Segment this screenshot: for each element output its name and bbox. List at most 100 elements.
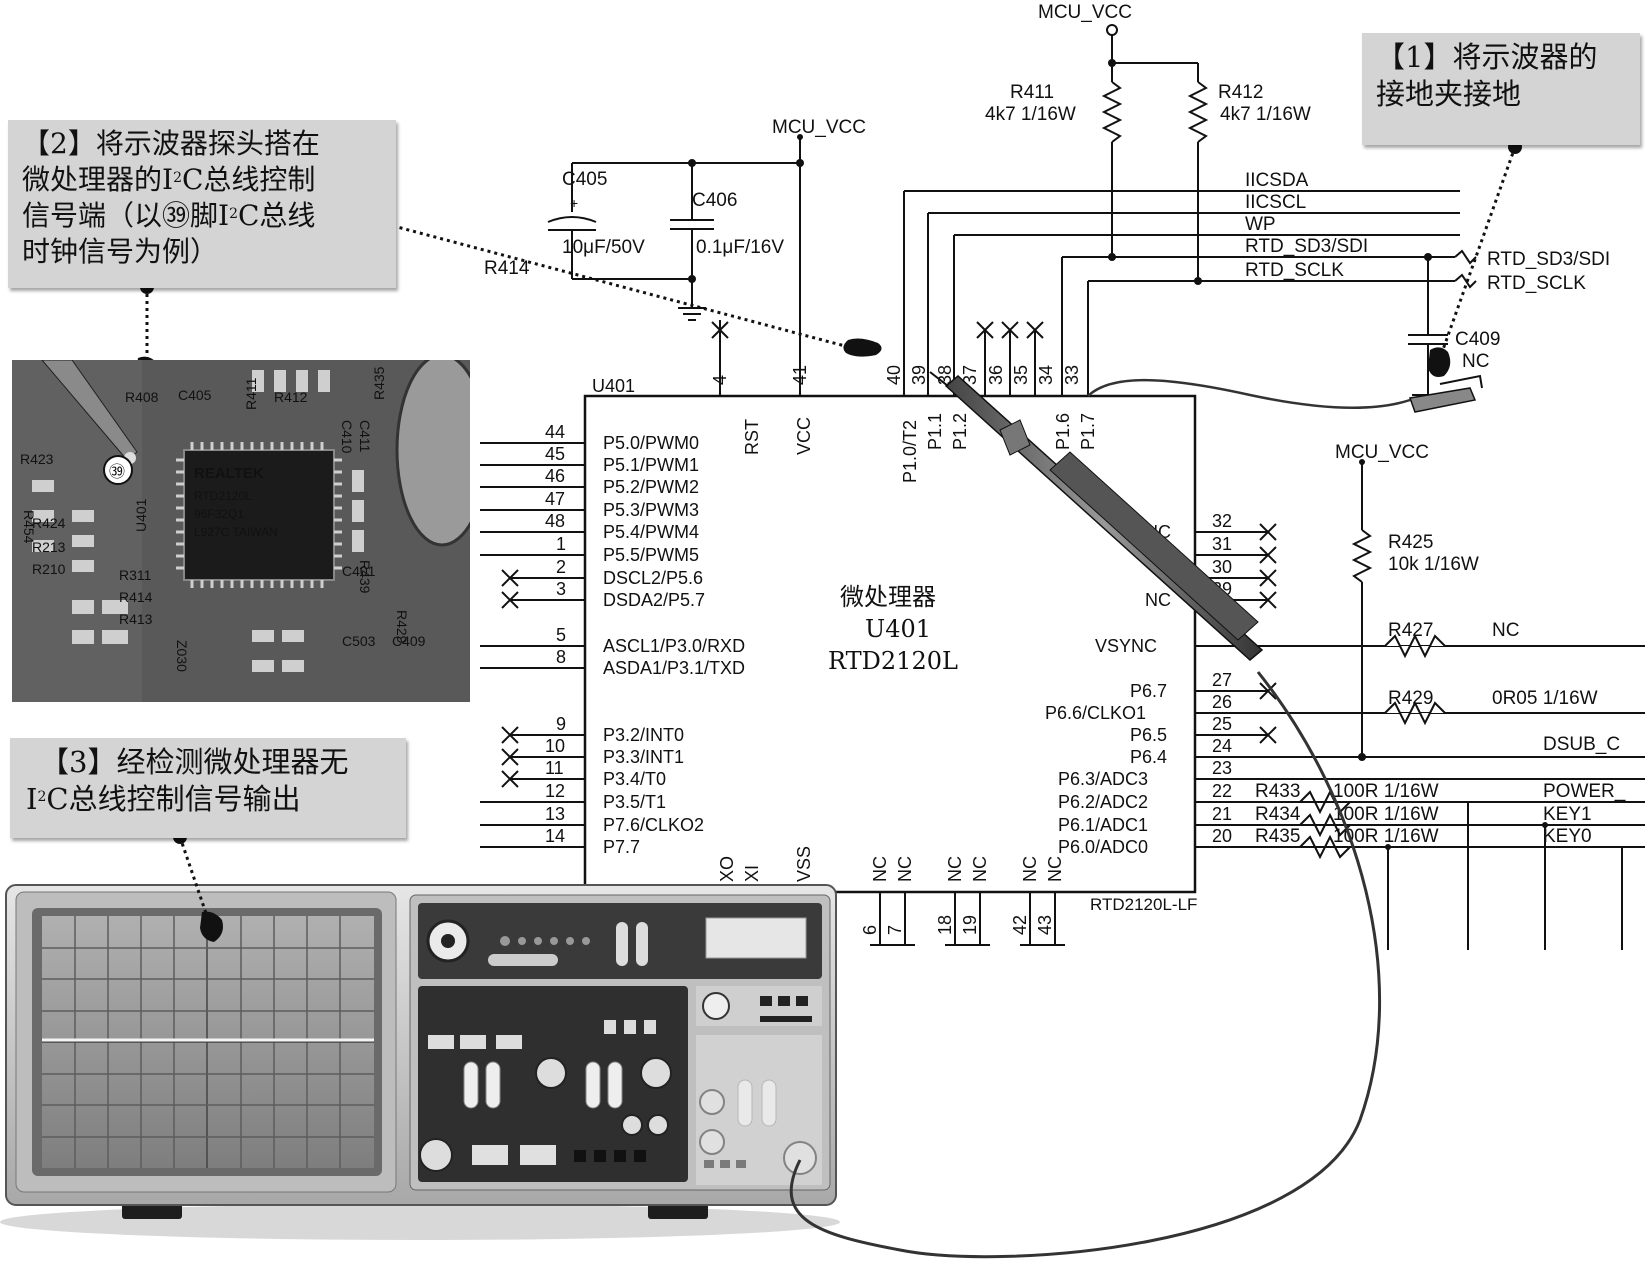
pin-name: VSS bbox=[794, 846, 814, 882]
net-iicsda: IICSDA bbox=[1245, 170, 1309, 191]
net-dsub: DSUB_C bbox=[1543, 734, 1620, 755]
mcu-vcc-mid-label: MCU_VCC bbox=[772, 117, 866, 138]
pin-name: P5.0/PWM0 bbox=[603, 433, 699, 453]
r433-label: R433 bbox=[1255, 781, 1300, 802]
svg-text:R408: R408 bbox=[125, 389, 159, 405]
r435-value: 100R 1/16W bbox=[1333, 826, 1439, 847]
net-key0: KEY0 bbox=[1543, 826, 1592, 847]
pin-num: 33 bbox=[1062, 365, 1082, 385]
svg-text:C411: C411 bbox=[357, 420, 373, 453]
pin-name: P5.1/PWM1 bbox=[603, 455, 699, 475]
pin-name: ASDA1/P3.1/TXD bbox=[603, 658, 745, 678]
net-power: POWER_ bbox=[1543, 781, 1626, 802]
pin-num: 1 bbox=[556, 534, 566, 554]
callout-step-2-line2: 微处理器的I2C总线控制 bbox=[22, 163, 316, 196]
pin-name: ASCL1/P3.0/RXD bbox=[603, 636, 745, 656]
svg-text:R311: R311 bbox=[119, 567, 152, 583]
r425-label: R425 bbox=[1388, 532, 1433, 553]
c405-plus: + bbox=[570, 195, 578, 211]
pin-num: 37 bbox=[960, 365, 980, 385]
pin39-marker-icon bbox=[103, 455, 133, 485]
pin-num: 27 bbox=[1212, 670, 1232, 690]
scope-probe-icon bbox=[929, 371, 1264, 661]
svg-text:C409: C409 bbox=[392, 633, 426, 649]
pin-name: P1.1 bbox=[925, 413, 945, 450]
pin-num: 40 bbox=[884, 365, 904, 385]
pin-num: 11 bbox=[545, 758, 564, 778]
c409-label: C409 bbox=[1455, 329, 1500, 350]
pin-name: P7.6/CLKO2 bbox=[603, 815, 704, 835]
top-pins: 4 RST 41 VCC 40 P1.0/T2 39 P1.1 38 P1.2 … bbox=[710, 365, 1098, 483]
bottom-pins: XO XI VSS NC NC NC NC NC NC 6 7 18 19 42… bbox=[717, 846, 1065, 935]
svg-text:R424: R424 bbox=[32, 515, 66, 531]
pin-num: 47 bbox=[545, 489, 565, 509]
callout-step-3: 【3】经检测微处理器无 I2C总线控制信号输出 bbox=[10, 738, 406, 838]
pin-num: 41 bbox=[790, 365, 810, 385]
r433-value: 100R 1/16W bbox=[1333, 781, 1439, 802]
pin-name: P6.4 bbox=[1130, 747, 1167, 767]
pin-num: 5 bbox=[556, 625, 566, 645]
left-pins: 44 P5.0/PWM0 45 P5.1/PWM1 46 P5.2/PWM2 4… bbox=[545, 422, 745, 857]
svg-text:R429: R429 bbox=[394, 610, 410, 644]
net-wp: WP bbox=[1245, 214, 1276, 235]
pin-name: P3.3/INT1 bbox=[603, 747, 684, 767]
net-key1: KEY1 bbox=[1543, 804, 1592, 825]
pin-num: 19 bbox=[960, 915, 980, 935]
pin-num: 7 bbox=[885, 925, 905, 935]
pin-num: 20 bbox=[1212, 826, 1232, 846]
pin-name: NC bbox=[1020, 856, 1040, 882]
r434-label: R434 bbox=[1255, 804, 1301, 825]
pin-num: 43 bbox=[1035, 915, 1055, 935]
pin-num: 9 bbox=[556, 714, 566, 734]
callout-step-3-line2: I2C总线控制信号输出 bbox=[26, 782, 301, 816]
chip-center-part: RTD2120L bbox=[828, 647, 958, 675]
pin-name: P1.7 bbox=[1078, 413, 1098, 450]
pin-num: 45 bbox=[545, 444, 565, 464]
svg-text:U401: U401 bbox=[133, 498, 149, 532]
pin-name: P1.0/T2 bbox=[900, 420, 920, 483]
junction-dots bbox=[688, 24, 1548, 850]
pin-name: NC bbox=[870, 856, 890, 882]
chip-center-title: 微处理器 bbox=[840, 583, 936, 611]
chip-center-ref: U401 bbox=[865, 615, 931, 643]
svg-text:C401: C401 bbox=[342, 563, 376, 579]
pin-num: 13 bbox=[545, 804, 565, 824]
pin-num: 39 bbox=[909, 365, 929, 385]
r414-label: R414 bbox=[484, 258, 530, 279]
chip-photo-line2: RTD2120L bbox=[194, 489, 252, 503]
pcb-photo: ㊴ REALTEK RTD2120L 96F32Q1 L927C TAIWAN … bbox=[12, 360, 470, 702]
callout-step-3-line1: 【3】经检测微处理器无 bbox=[40, 745, 349, 779]
callout-pointers bbox=[145, 146, 1517, 926]
pin-num: 36 bbox=[986, 365, 1006, 385]
r425-value: 10k 1/16W bbox=[1388, 554, 1479, 575]
pin-name: P3.2/INT0 bbox=[603, 725, 684, 745]
pin-name: DSDA2/P5.7 bbox=[603, 590, 705, 610]
callout-step-2-line1: 【2】将示波器探头搭在 bbox=[22, 127, 320, 160]
svg-text:R213: R213 bbox=[32, 539, 66, 555]
r412-value: 4k7 1/16W bbox=[1220, 104, 1311, 125]
pin-name: P5.3/PWM3 bbox=[603, 500, 699, 520]
pin-name: XO bbox=[717, 856, 737, 882]
pin-num: 42 bbox=[1010, 915, 1030, 935]
net-rtd-sd3: RTD_SD3/SDI bbox=[1245, 236, 1368, 257]
r411-label: R411 bbox=[1010, 82, 1054, 103]
r429-value: 0R05 1/16W bbox=[1492, 688, 1598, 709]
pin-name: NC bbox=[1145, 590, 1171, 610]
pin-name: RST bbox=[742, 419, 762, 455]
pin-name: P6.3/ADC3 bbox=[1058, 769, 1148, 789]
r427-label: R427 bbox=[1388, 620, 1433, 641]
chip-part-suffix: RTD2120L-LF bbox=[1090, 895, 1197, 914]
callout-step-2-line3: 信号端（以㊴脚I2C总线 bbox=[22, 199, 316, 232]
pin-name: VCC bbox=[794, 417, 814, 455]
pin-num: 12 bbox=[545, 781, 565, 801]
pin-num: 14 bbox=[545, 826, 565, 846]
c406-value: 0.1μF/16V bbox=[696, 237, 784, 258]
c409-value: NC bbox=[1462, 351, 1489, 372]
svg-text:R439: R439 bbox=[357, 560, 373, 594]
r411-value: 4k7 1/16W bbox=[985, 104, 1076, 125]
callout-step-2-line4: 时钟信号为例） bbox=[22, 235, 219, 268]
pin-num: 34 bbox=[1036, 365, 1056, 385]
pin-name: P7.7 bbox=[603, 837, 640, 857]
